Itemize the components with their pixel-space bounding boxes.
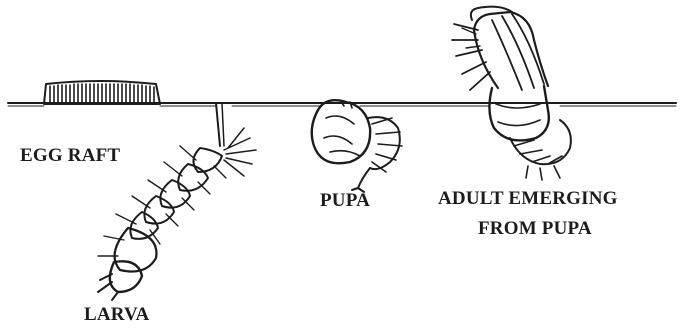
larva-label: LARVA (84, 304, 149, 326)
adult-emerging-label-line2: FROM PUPA (478, 218, 592, 240)
pupa-illustration (312, 100, 402, 192)
larva-illustration (98, 103, 256, 300)
adult-emerging-label-line1: ADULT EMERGING (438, 188, 618, 210)
egg-raft-label: EGG RAFT (20, 145, 120, 167)
pupa-label: PUPA (320, 190, 370, 212)
adult-emerging-illustration (452, 7, 571, 180)
egg-raft-illustration (44, 81, 160, 104)
